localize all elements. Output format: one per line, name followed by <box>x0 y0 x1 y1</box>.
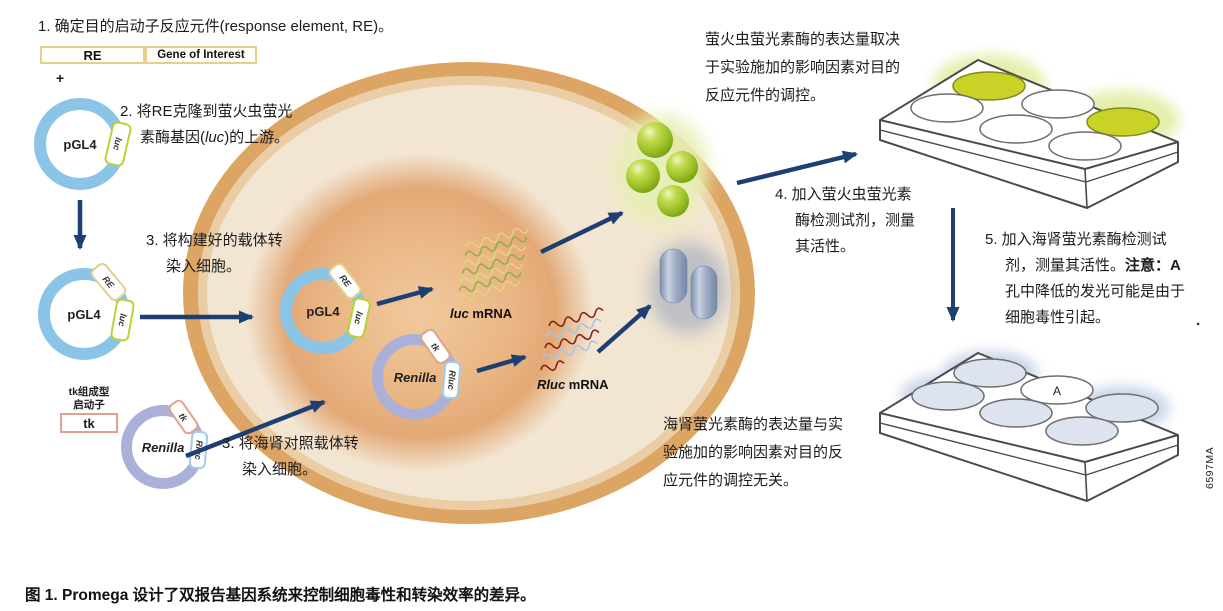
plus-sign: + <box>56 70 65 86</box>
plasmid-label: pGL4 <box>306 303 340 319</box>
plasmid-label: Renilla <box>141 439 185 455</box>
firefly-luciferase-proteins <box>613 114 709 226</box>
well-a-label: A <box>1053 384 1061 398</box>
tk-box: tk <box>60 413 118 433</box>
well-glowing <box>1086 107 1160 137</box>
step4-text: 4. 加入萤火虫萤光素 酶检测试剂，测量 其活性。 <box>775 186 916 255</box>
well-glowing-blue <box>953 358 1027 388</box>
arrow-mrna-to-protein-rluc <box>596 304 652 354</box>
protein-capsule <box>690 265 718 320</box>
well-glowing-blue <box>979 398 1053 428</box>
protein-sphere <box>626 159 660 193</box>
protein-sphere <box>637 122 673 158</box>
well-glowing-blue <box>911 381 985 411</box>
step3b-text: 3. 将海肾对照载体转 染入细胞。 <box>222 435 359 478</box>
well-empty <box>1048 131 1122 161</box>
plasmid-pgl4-in-cell: pGL4 RE luc <box>280 260 372 354</box>
step1-text: 1. 确定目的启动子反应元件(response element, RE)。 <box>38 18 394 35</box>
well-glowing-blue <box>1085 393 1159 423</box>
plasmid-pgl4-initial: pGL4 luc <box>34 98 133 190</box>
flow-arrows <box>73 150 960 459</box>
stray-period: . <box>1196 312 1201 329</box>
plasmid-renilla-in-cell: Renilla tk Rluc <box>372 326 462 420</box>
plasmid-label: Renilla <box>393 369 437 385</box>
figure-caption: 图 1. Promega 设计了双报告基因系统来控制细胞毒性和转染效率的差异。 <box>25 587 536 604</box>
plate-corner-edge <box>1084 461 1088 502</box>
firefly-note: 萤火虫萤光素酶的表达量取决 于实验施加的影响因素对目的 反应元件的调控。 <box>705 31 901 104</box>
plate-body <box>879 352 1179 502</box>
assay-plate-firefly <box>879 54 1179 209</box>
well-empty <box>910 93 984 123</box>
protein-capsule <box>659 248 688 304</box>
luc-mrna-label: luc mRNA <box>450 306 513 321</box>
well-empty <box>979 114 1053 144</box>
well-glowing <box>952 71 1026 101</box>
plasmid-renilla-control: Renilla tk Rluc <box>121 397 209 489</box>
step2-text: 2. 将RE克隆到萤火虫萤光 素酶基因(luc)的上游。 <box>120 103 293 146</box>
step5-text: 5. 加入海肾萤光素酶检测试 剂，测量其活性。注意：A 孔中降低的发光可能是由于… <box>985 231 1186 326</box>
luc-mrna-squiggles <box>456 224 530 305</box>
rluc-mrna-label: Rluc mRNA <box>537 377 609 392</box>
plate-corner-edge <box>1084 168 1088 209</box>
arrow-renilla-to-mrna <box>476 354 527 374</box>
arrow-cell-to-plate <box>736 150 858 186</box>
protein-sphere <box>657 185 689 217</box>
plasmid-label: pGL4 <box>67 306 101 322</box>
re-box: RE <box>40 46 145 64</box>
protein-sphere <box>666 151 698 183</box>
rluc-mrna-squiggles <box>539 306 605 375</box>
well-empty <box>1021 89 1095 119</box>
plasmid-pgl4-with-re: pGL4 RE luc <box>38 260 136 360</box>
well-glowing-blue <box>1045 416 1119 446</box>
figure-code: 6597MA <box>1204 446 1216 489</box>
assay-plate-renilla: A <box>879 351 1179 502</box>
well-a-no-glow <box>1020 375 1094 405</box>
plate-rim-line <box>879 422 1179 476</box>
plasmid-label: pGL4 <box>63 136 97 152</box>
arrow-pgl4-to-mrna <box>376 286 434 307</box>
renilla-luciferase-proteins <box>648 242 728 334</box>
arrow-mrna-to-protein-luc <box>540 210 624 255</box>
renilla-note: 海肾萤光素酶的表达量与实 验施加的影响因素对目的反 应元件的调控无关。 <box>663 416 844 489</box>
step3a-text: 3. 将构建好的载体转 染入细胞。 <box>146 232 283 275</box>
gene-of-interest-box: Gene of Interest <box>145 46 257 64</box>
plate-rim-line <box>879 129 1179 183</box>
arrow-transfect-renilla <box>185 399 326 459</box>
tk-promoter-label: tk组成型 启动子 <box>68 386 110 411</box>
re-construct: RE Gene of Interest <box>40 46 257 64</box>
